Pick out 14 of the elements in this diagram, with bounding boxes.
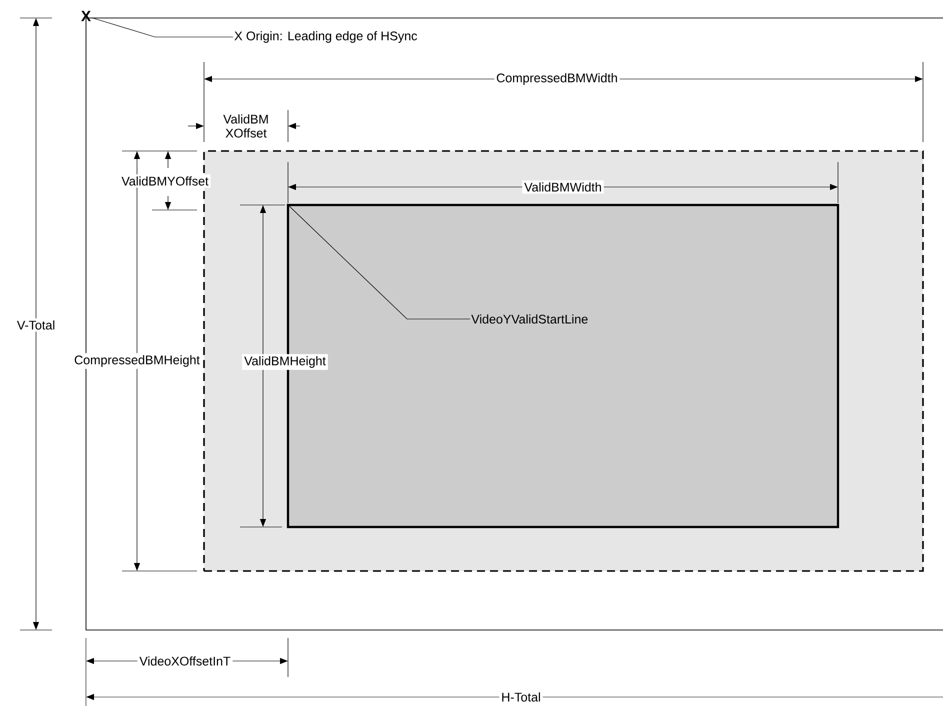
dimension-label: CompressedBMHeight bbox=[72, 353, 202, 369]
leader-line bbox=[286, 204, 470, 320]
callout-text: VideoYValidStartLine bbox=[471, 314, 588, 324]
dimension-label: V-Total bbox=[14, 318, 58, 332]
dimension-label: ValidBMYOffset bbox=[119, 174, 211, 188]
origin-mark: X bbox=[81, 10, 91, 22]
callout-text: X Origin: Leading edge of HSync bbox=[234, 31, 418, 43]
dimension-label: VideoXOffsetInT bbox=[137, 654, 233, 668]
dimension-label: H-Total bbox=[499, 690, 543, 704]
dimension-label: ValidBMWidth bbox=[522, 180, 604, 194]
dimension-label: CompressedBMWidth bbox=[494, 71, 620, 87]
dimension-label: ValidBMHeight bbox=[242, 354, 328, 370]
dimension-label: ValidBM XOffset bbox=[215, 112, 277, 140]
leader-line bbox=[92, 18, 234, 38]
